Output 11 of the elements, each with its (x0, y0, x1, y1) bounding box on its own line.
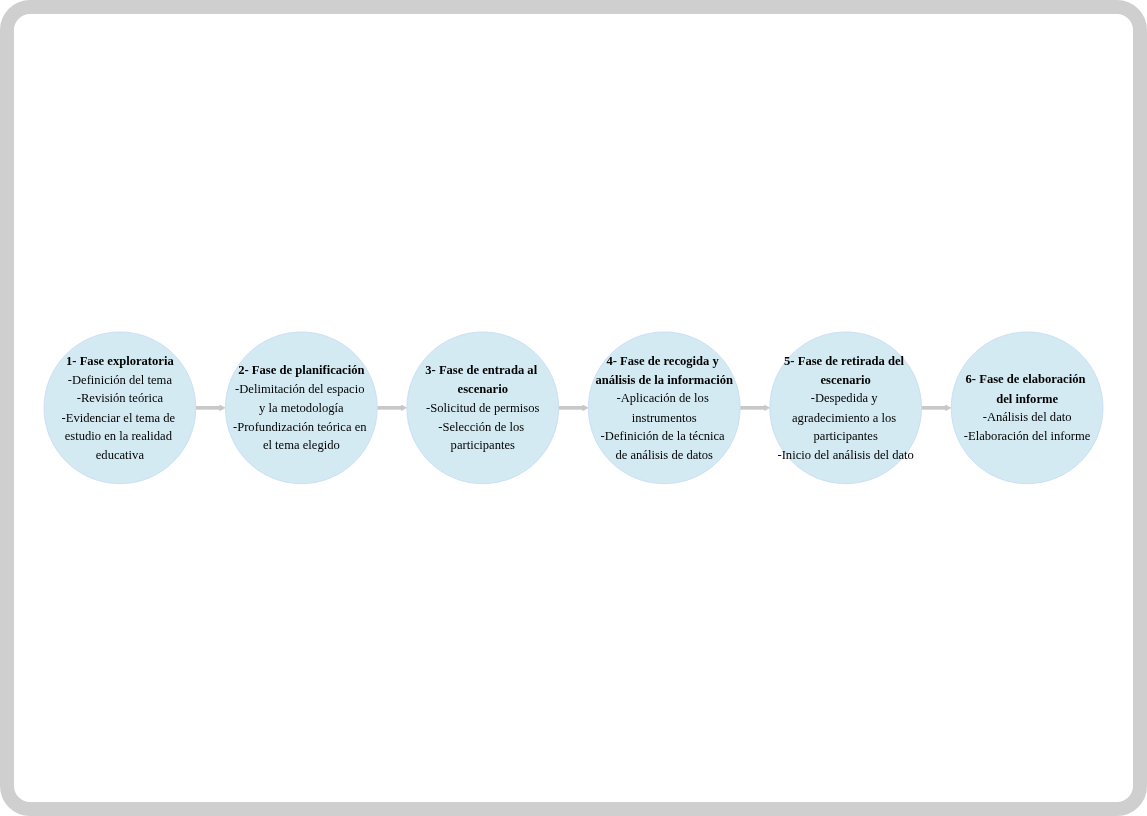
arrow (377, 404, 408, 412)
node-circle: 1- Fase exploratoria -Definición del tema -Revisión teórica -Evidenciar el tema de estudio en la realidad educativa (43, 331, 197, 485)
node-circle: 4- Fase de recogida y análisis de la información -Aplicación de los instrumentos -Definición de la técnica de análisis de datos (587, 331, 741, 485)
node-circle: 3- Fase de entrada al escenario -Solicitud de permisos -Selección de los participantes (406, 331, 560, 485)
node-circle: 5- Fase de retirada del escenario -Despedida y agradecimiento a los participantes -Inicio del análisis del dato (769, 331, 922, 485)
arrow (921, 404, 952, 412)
node-circle: 6- Fase de elaboración del informe -Análisis del dato -Elaboración del informe (950, 331, 1104, 485)
arrow (195, 404, 226, 412)
arrow (740, 404, 771, 412)
node-circle: 2- Fase de planificación -Delimitación del espacio y la metodología -Profundización teórica en el tema elegido (225, 331, 378, 485)
arrow (558, 404, 589, 412)
